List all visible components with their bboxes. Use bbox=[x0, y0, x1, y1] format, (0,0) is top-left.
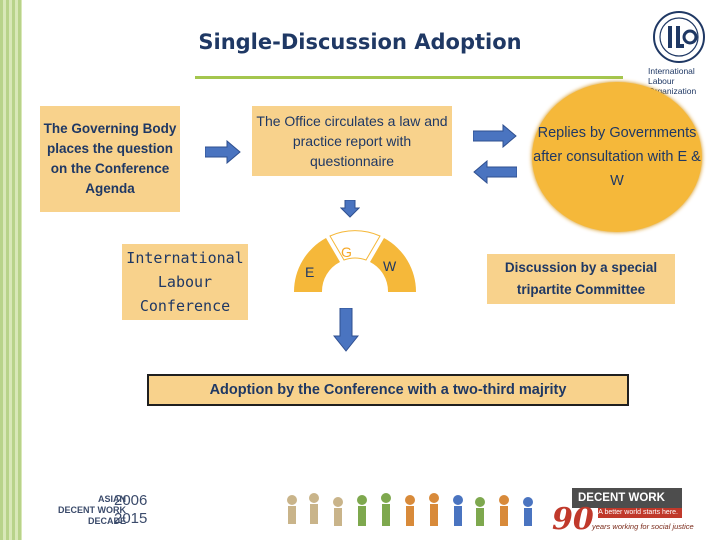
slide-title: Single-Discussion Adoption bbox=[198, 30, 522, 54]
employers-label: E bbox=[305, 264, 315, 280]
logo-line-2: Labour bbox=[648, 76, 675, 86]
year-end: 2015 bbox=[114, 510, 148, 527]
adoption-box: Adoption by the Conference with a two-th… bbox=[147, 374, 629, 406]
tripartite-committee-box: Discussion by a special tripartite Commi… bbox=[487, 254, 675, 304]
decent-work-tagline: A better world starts here. bbox=[598, 508, 682, 518]
decade-years: 2006 2015 bbox=[114, 492, 147, 528]
asian-line-3: DECADE bbox=[87, 516, 126, 526]
people-crowd-illustration-icon bbox=[280, 490, 550, 538]
office-report-box: The Office circulates a law and practice… bbox=[252, 106, 452, 176]
ilc-box: International Labour Conference bbox=[122, 244, 248, 320]
arrow-right-to-office-icon bbox=[205, 140, 241, 164]
government-replies-circle: Replies by Governments after consultatio… bbox=[532, 82, 702, 232]
ilo-logo: International Labour Organization bbox=[648, 10, 710, 100]
ilo-90-years-tagline: years working for social justice bbox=[592, 522, 694, 531]
workers-label: W bbox=[383, 258, 397, 274]
ilo-90-years-logo: 90 bbox=[552, 502, 594, 537]
logo-line-1: International bbox=[648, 66, 695, 76]
government-label: G bbox=[341, 244, 352, 260]
logo-line-3: Organization bbox=[648, 86, 697, 96]
tripartite-arch bbox=[293, 230, 417, 292]
ilo-logo-icon bbox=[653, 11, 705, 63]
year-start: 2006 bbox=[114, 492, 148, 509]
footer-strip bbox=[0, 486, 720, 540]
asian-decent-work-decade-text: ASIAN DECENT WORK DECADE bbox=[58, 494, 126, 527]
title-underline bbox=[195, 76, 623, 79]
asian-line-2: DECENT WORK bbox=[58, 505, 126, 515]
arrow-down-small-icon bbox=[340, 200, 360, 218]
arrow-right-to-governments-icon bbox=[473, 124, 517, 148]
arrow-left-from-governments-icon bbox=[473, 160, 517, 184]
arrow-down-to-adoption-icon bbox=[333, 308, 359, 352]
governing-body-box: The Governing Body places the question o… bbox=[40, 106, 180, 212]
decorative-stripe bbox=[0, 0, 22, 540]
asian-line-1: ASIAN bbox=[97, 494, 126, 504]
decent-work-badge: DECENT WORK bbox=[572, 488, 682, 508]
ilo-logo-text: International Labour Organization bbox=[648, 66, 710, 96]
